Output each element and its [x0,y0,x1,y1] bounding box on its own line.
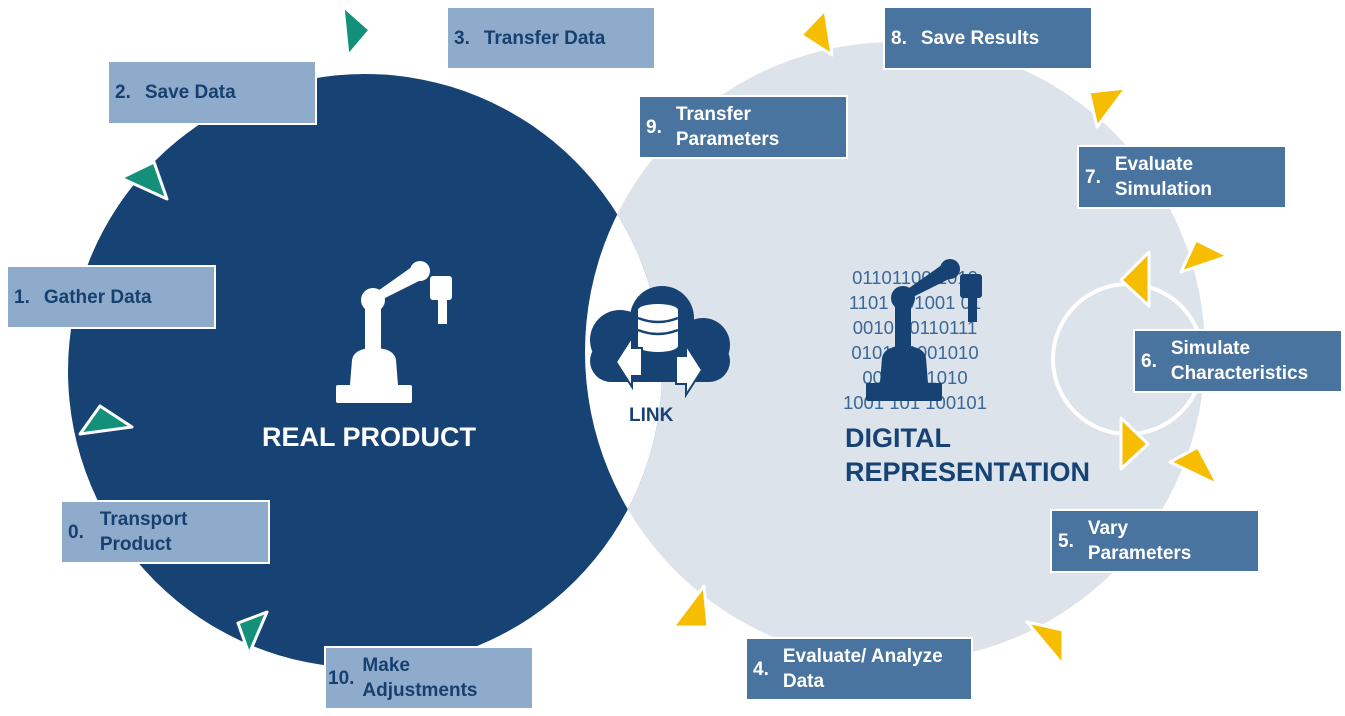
step-label: Vary Parameters [1087,518,1192,564]
digital-representation-title: DIGITAL REPRESENTATION [845,421,1090,489]
step-box-gather-data: 1. Gather Data [6,265,216,329]
robot-arm-dark-icon [866,259,982,401]
yellow-arrow-icon [1025,620,1065,667]
yellow-arrow-icon [1119,416,1150,471]
green-arrow-icon [119,160,169,201]
green-arrow-icon [341,4,372,58]
step-number: 6. [1141,350,1157,372]
yellow-arrow-icon [1087,86,1128,129]
step-label: Transport Product [99,509,188,555]
digital-title-line1: DIGITAL [845,423,951,453]
yellow-arrow-icon [799,8,834,57]
step-label: Evaluate/ Analyze Data [782,646,943,692]
step-label: Transfer Data [483,28,606,49]
yellow-arrow-icon [671,584,710,629]
robot-arm-icon [336,261,452,403]
step-box-make-adjustments: 10. Make Adjustments [324,646,534,710]
step-box-simulate-characteristics: 6. Simulate Characteristics [1133,329,1343,393]
digital-cycle-arrows [671,8,1230,667]
green-arrow-icon [78,404,134,436]
step-label: Evaluate Simulation [1114,154,1212,200]
step-label: Save Results [920,28,1040,49]
step-box-transfer-parameters: 9. Transfer Parameters [638,95,848,159]
step-number: 9. [646,116,662,138]
step-box-evaluate-simulation: 7. Evaluate Simulation [1077,145,1287,209]
binary-line: 0010 10110111 [853,317,978,338]
step-label: Gather Data [43,286,152,308]
binary-line: 1101 001001 01 [849,292,981,313]
step-number: 10. [328,667,355,689]
step-label: Save Data [144,82,236,103]
yellow-arrow-icon [1179,238,1230,274]
step-number: 8. [891,28,907,49]
step-box-transfer-data: 3. Transfer Data [446,6,656,70]
step-box-save-data: 2. Save Data [107,60,317,125]
real-product-cycle-arrows [78,4,372,656]
step-number: 4. [753,658,769,680]
yellow-arrow-icon [1168,445,1220,487]
step-number: 2. [115,82,131,103]
cloud-database-icon [590,286,730,399]
step-label: Make Adjustments [362,655,478,701]
step-number: 0. [68,521,84,543]
step-box-vary-parameters: 5. Vary Parameters [1050,509,1260,573]
step-number: 3. [454,28,470,49]
link-label: LINK [629,405,674,426]
step-box-save-results: 8. Save Results [883,6,1093,70]
yellow-arrow-icon [1119,250,1151,308]
real-product-title: REAL PRODUCT [262,422,477,452]
step-number: 1. [14,286,30,308]
step-number: 5. [1058,530,1074,552]
digital-title-line2: REPRESENTATION [845,457,1091,487]
step-label: Simulate Characteristics [1170,338,1309,384]
green-arrow-icon [236,610,269,656]
step-box-transport-product: 0. Transport Product [60,500,270,564]
step-label: Transfer Parameters [675,104,780,150]
step-box-evaluate-analyze-data: 4. Evaluate/ Analyze Data [745,637,973,701]
step-number: 7. [1085,166,1101,188]
